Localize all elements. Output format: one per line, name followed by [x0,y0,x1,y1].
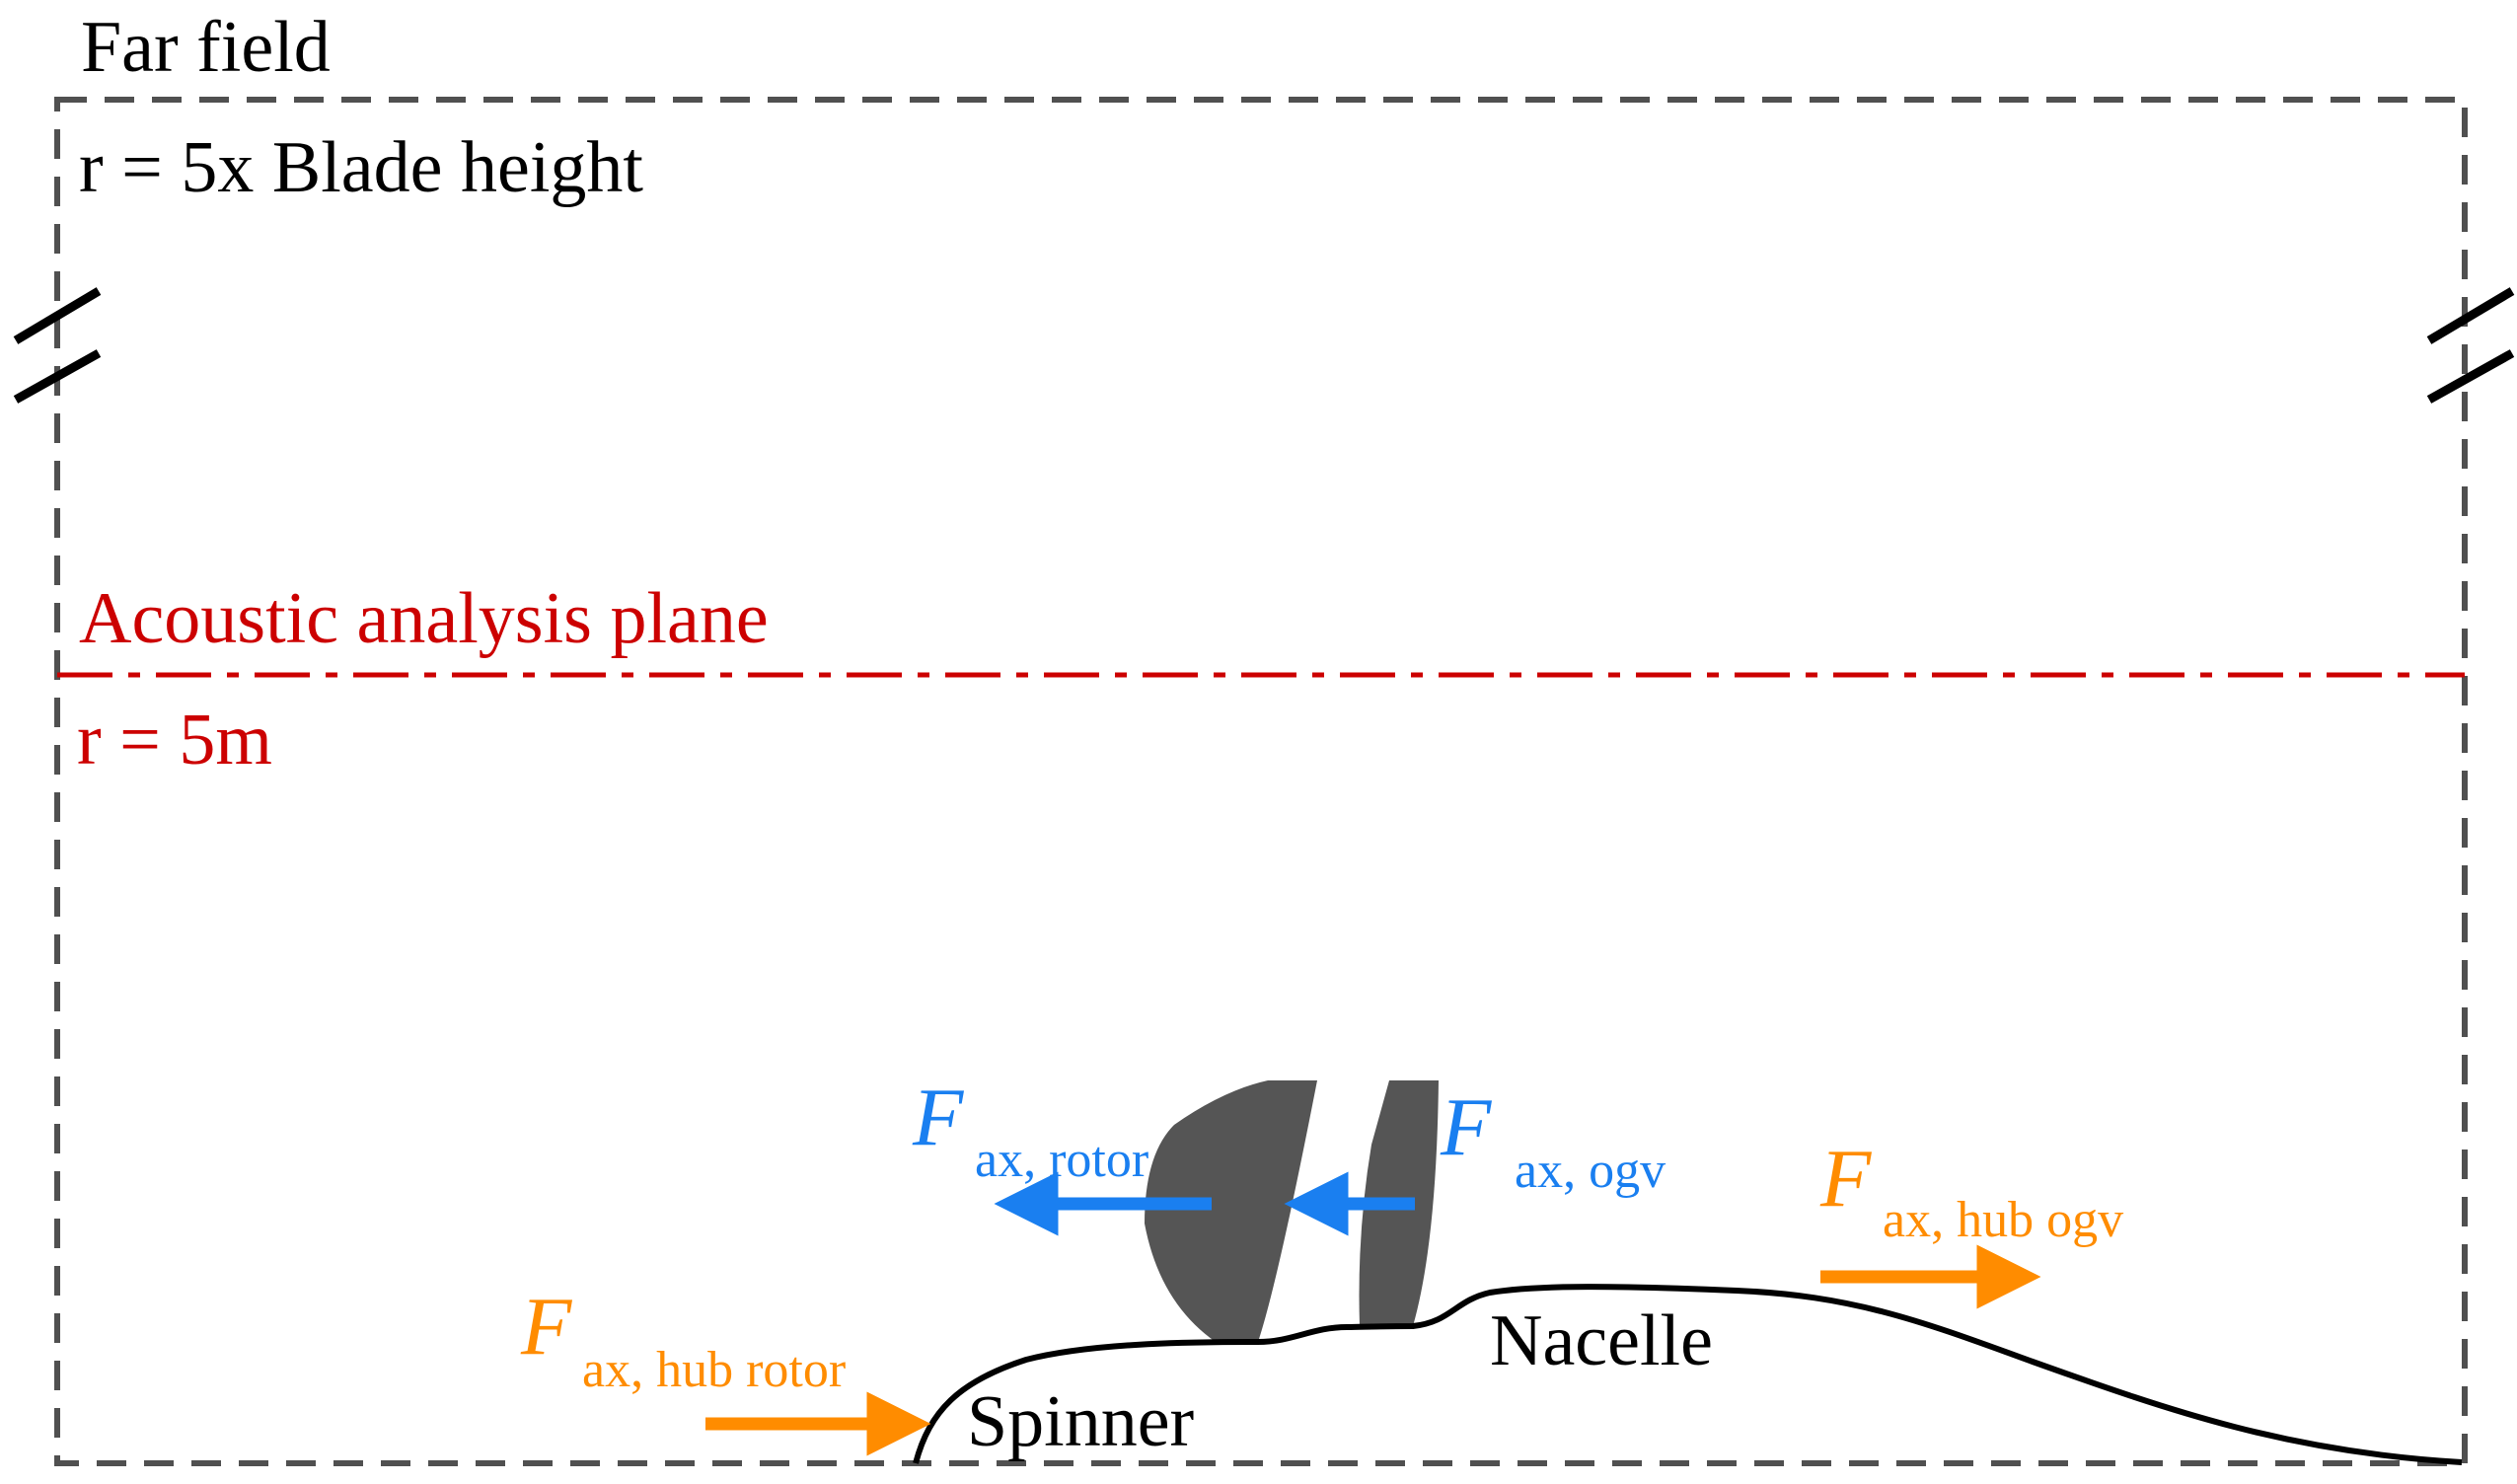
nacelle-label: Nacelle [1490,1300,1713,1381]
left-break-symbol [13,287,102,404]
far-field-boundary [54,97,2468,1466]
right-break-symbol [2426,287,2515,404]
hub-ogv-force-symbol: F [1819,1133,1873,1224]
acoustic-plane-label: Acoustic analysis plane [79,578,769,659]
rotor-force-label: F ax, rotor [912,1072,1148,1188]
hub-ogv-force-label: F ax, hub ogv [1819,1133,2123,1248]
hub-rotor-force-subscript: ax, hub rotor [582,1342,846,1398]
rotor-blade [1145,1080,1317,1342]
hub-surface-line [913,1284,2463,1465]
rotor-force-symbol: F [912,1072,965,1163]
ogv-force-symbol: F [1440,1081,1493,1173]
rotor-force-subscript: ax, rotor [975,1132,1148,1188]
hub-rotor-force-label: F ax, hub rotor [520,1281,846,1398]
acoustic-radius-label: r = 5m [77,700,272,780]
hub-ogv-force-subscript: ax, hub ogv [1883,1192,2123,1248]
ogv-force-label: F ax, ogv [1440,1081,1666,1199]
ogv-force-subscript: ax, ogv [1515,1143,1666,1199]
spinner-label: Spinner [967,1381,1194,1462]
far-field-label: Far field [81,7,331,88]
far-field-radius-label: r = 5x Blade height [79,127,643,208]
hub-rotor-force-symbol: F [520,1281,573,1373]
